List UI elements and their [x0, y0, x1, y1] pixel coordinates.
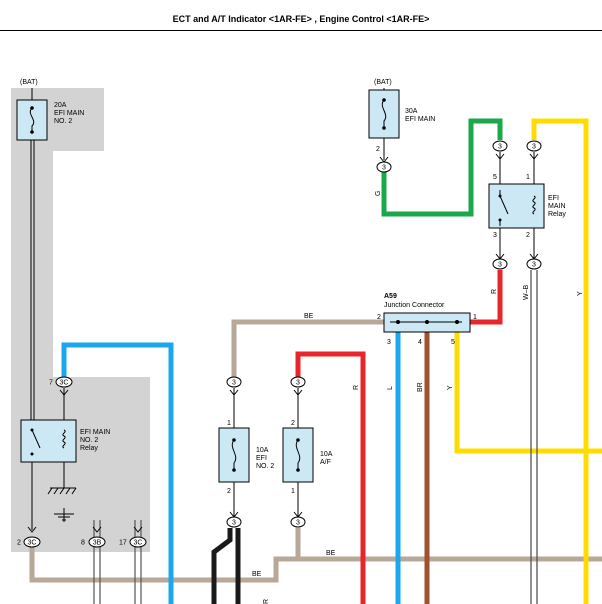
wire-label-y-mid: Y — [447, 385, 454, 390]
wire-label-br: BR — [417, 382, 424, 392]
connector-3-af-bot: 3 — [290, 511, 306, 528]
wire-y-mid — [454, 332, 602, 454]
fuse-efi-no2-no: NO. 2 — [256, 463, 274, 470]
wire-label-r-mid: R — [353, 385, 360, 390]
connector-3c-br-label: 3C — [134, 540, 143, 547]
fuse-efi-main — [368, 89, 400, 139]
relay-efi-main2-l2: NO. 2 — [80, 437, 98, 444]
wire-black-a — [211, 528, 233, 604]
wire-label-wb: W–B — [523, 285, 530, 301]
fuse-efi-no2 — [218, 427, 250, 483]
connector-3-rtl-label: 3 — [498, 144, 502, 151]
connector-3-green-label: 3 — [382, 165, 386, 172]
connector-3-efi2-bot-label: 3 — [232, 520, 236, 527]
efi2-pin-2: 2 — [227, 488, 231, 495]
fuse-efi-main-no2 — [16, 99, 48, 141]
wire-be-bottom — [29, 528, 301, 583]
connector-3-efi2-top: 3 — [226, 376, 242, 396]
connector-3-green: 3 — [376, 156, 392, 173]
a59-pin-4: 4 — [418, 339, 422, 346]
a59-pin-5: 5 — [451, 339, 455, 346]
connector-3c-top-label: 3C — [60, 380, 69, 387]
page-title: ECT and A/T Indicator <1AR-FE> , Engine … — [172, 14, 430, 24]
title-divider — [0, 30, 602, 31]
connector-3-af-top-label: 3 — [296, 380, 300, 387]
fuse-af — [282, 427, 314, 483]
wire-g — [381, 118, 503, 217]
wire-be-top — [231, 319, 384, 378]
connector-3c-top-num: 7 — [49, 380, 53, 387]
connector-3-efi2-bot: 3 — [226, 511, 242, 528]
connector-3-rbr-label: 3 — [532, 262, 536, 269]
fuse-efi-no2-name: EFI — [256, 455, 267, 462]
wire-label-r-bottom: R — [263, 599, 270, 604]
fuse-efi-no2-amp: 10A — [256, 447, 269, 454]
a59-code: A59 — [384, 293, 397, 300]
wire-label-r-right: R — [491, 289, 498, 294]
fuse-efi-main-amp: 30A — [405, 108, 418, 115]
fuse-efi-main-pin: 2 — [376, 146, 380, 153]
connector-3-relay-bot-left: 3 — [492, 253, 508, 270]
wire-r-right — [470, 270, 503, 325]
relay-efi-main2-l3: Relay — [80, 445, 98, 452]
efi2-pin-1: 1 — [227, 420, 231, 427]
ground-symbol-bottom — [54, 508, 74, 521]
wire-r-mid — [295, 351, 366, 604]
relay-pin-2: 2 — [526, 232, 530, 239]
relay-efi-main-l3: Relay — [548, 211, 566, 218]
connector-3c-top: 3C 7 — [49, 376, 73, 396]
connector-3c-bl-num: 2 — [17, 540, 21, 547]
a59-pin-3: 3 — [387, 339, 391, 346]
wire-label-be-bottom-right: BE — [326, 550, 336, 557]
connector-3b-label: 3B — [93, 540, 102, 547]
af-pin-1: 1 — [291, 488, 295, 495]
connector-3-efi2-top-label: 3 — [232, 380, 236, 387]
relay-efi-main-l2: MAIN — [548, 203, 566, 210]
wire-y-right — [531, 118, 589, 604]
fuse-af-name: A/F — [320, 459, 331, 466]
wire-label-y-right: Y — [577, 291, 584, 296]
connector-3b-num: 8 — [81, 540, 85, 547]
wire-label-be-top: BE — [304, 313, 314, 320]
connector-3-relay-bot-right: 3 — [526, 253, 542, 270]
relay-pin-3: 3 — [493, 232, 497, 239]
relay-efi-main2-l1: EFI MAIN — [80, 429, 110, 436]
wire-label-be-bottom-mid: BE — [252, 571, 262, 578]
fuse-af-amp: 10A — [320, 451, 333, 458]
ground-symbol-left — [47, 484, 77, 495]
connector-3-af-top: 3 — [290, 376, 306, 396]
connector-3c-bl-label: 3C — [28, 540, 37, 547]
bat-label-right: (BAT) — [374, 79, 392, 86]
connector-3-relay-top-right: 3 — [526, 140, 542, 160]
connector-3-relay-top-left: 3 — [492, 140, 508, 160]
a59-pin-2: 2 — [377, 314, 381, 321]
relay-pin-5: 5 — [493, 174, 497, 181]
a59-pin-1: 1 — [473, 314, 477, 321]
relay-efi-main — [488, 183, 545, 229]
wire-blue-left — [61, 342, 174, 604]
a59-name: Junction Connector — [384, 302, 445, 309]
fuse-efi-main-no2-amp: 20A — [54, 102, 67, 109]
fuse-efi-main-no2-no: NO. 2 — [54, 118, 72, 125]
relay-pin-1: 1 — [526, 174, 530, 181]
fuse-efi-main-name: EFI MAIN — [405, 116, 435, 123]
connector-3-rtr-label: 3 — [532, 144, 536, 151]
connector-3-rbl-label: 3 — [498, 262, 502, 269]
relay-efi-main-l1: EFI — [548, 195, 559, 202]
connector-3c-bottom-right: 3C 17 — [119, 526, 147, 548]
wire-label-g: G — [375, 191, 382, 196]
relay-efi-main-no2 — [20, 419, 77, 463]
wire-label-l: L — [387, 386, 394, 390]
connector-3c-bottom-left: 3C 2 — [17, 526, 41, 548]
connector-3-af-bot-label: 3 — [296, 520, 300, 527]
junction-connector-a59 — [383, 312, 471, 333]
bat-label-left: (BAT) — [20, 79, 38, 86]
af-pin-2: 2 — [291, 420, 295, 427]
fuse-efi-main-no2-name: EFI MAIN — [54, 110, 84, 117]
connector-3b: 3B 8 — [81, 526, 106, 548]
connector-3c-br-num: 17 — [119, 540, 127, 547]
